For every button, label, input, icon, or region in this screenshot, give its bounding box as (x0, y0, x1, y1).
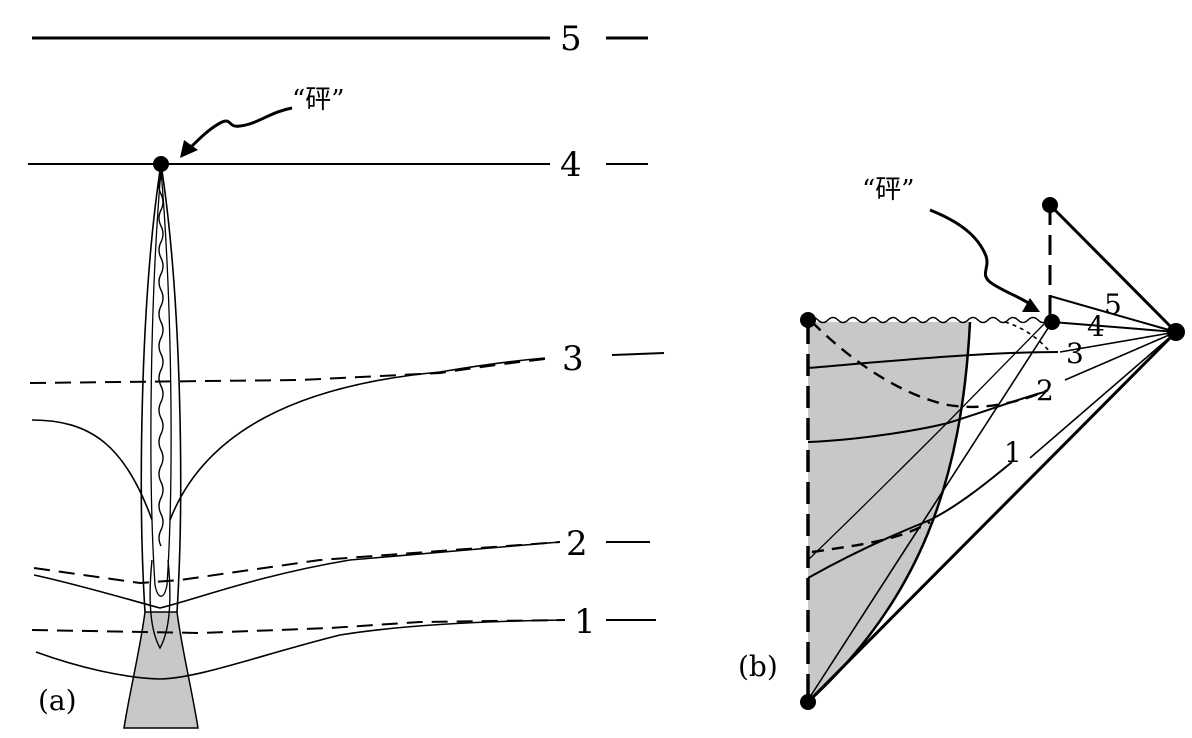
panel-a-spike-outer (140, 163, 182, 613)
panel-b-bang-label: “砰” (862, 175, 915, 205)
panel-b-shaded-region (808, 322, 970, 702)
panel-b-dotted-top (1004, 321, 1051, 353)
panel-b-level-3-curve (807, 351, 1059, 369)
panel-a-shaded-region (123, 611, 199, 729)
panel-b-top-left-dot (800, 312, 816, 328)
panel-b-ray-3 (1059, 331, 1177, 353)
panel-a-bang-arrow (186, 106, 293, 152)
panel-a-label: (a) (38, 684, 77, 717)
panel-a-spike-inner (150, 169, 172, 597)
panel-b-level-5-label: 5 (1104, 288, 1122, 321)
panel-a-level-1-label: 1 (574, 602, 596, 642)
panel-a-level-2-curve (33, 541, 561, 609)
panel-b-level-1-label: 1 (1004, 436, 1022, 469)
panel-a-level-3-label: 3 (562, 339, 584, 379)
panel-a-level-4-label: 4 (560, 145, 582, 185)
panel-b-inner-line-b (807, 424, 946, 561)
panel-a-level-3-tick (611, 352, 665, 356)
panel-b-top-dot (1042, 197, 1058, 213)
panel-a-level-3-dashed (29, 358, 546, 384)
panel-b-ray-2 (1064, 331, 1177, 381)
panel-b-label: (b) (738, 650, 778, 683)
panel-b-top-wavy (807, 316, 1049, 324)
panel-b-dashed-1 (811, 520, 931, 554)
panel-a-spike-lobe (149, 559, 171, 650)
panel-b-singularity-dot (1044, 314, 1060, 330)
panel-b-level-2-label: 2 (1036, 374, 1054, 407)
panel-b-inner-line-a (944, 321, 1047, 426)
panel-b-outer-edge (806, 330, 1178, 704)
panel-a-level-1-dashed (31, 619, 566, 635)
panel-b-bottom-dot (800, 694, 816, 710)
panel-a: 5 4 3 2 1 “砰” (a) (28, 19, 665, 729)
panel-b-bang-arrow (929, 208, 1031, 306)
panel-b-chord (807, 321, 1053, 701)
panel-b-ray-4 (1051, 321, 1177, 333)
panel-b-level-4-label: 4 (1087, 310, 1105, 343)
panel-a-level-2-label: 2 (566, 524, 588, 564)
panel-b: “砰” 5 4 3 2 1 (b) (738, 175, 1185, 710)
panel-a-spike-wavy (158, 177, 164, 547)
panel-b-ray-1 (1029, 331, 1177, 459)
panel-a-bang-arrowhead (180, 140, 198, 158)
panel-b-level-1-curve (807, 461, 1013, 579)
panel-b-level-2-curve (807, 391, 1046, 443)
panel-b-level-3-label: 3 (1066, 337, 1084, 370)
panel-a-level-5-label: 5 (560, 19, 582, 59)
panel-b-ray-5 (1049, 295, 1177, 333)
panel-a-bang-label: “砰” (292, 85, 345, 115)
panel-b-dashed-3 (811, 321, 1049, 409)
panel-b-top-right-edge (1048, 203, 1178, 334)
panel-a-singularity-dot (153, 156, 169, 172)
panel-b-bang-arrowhead (1022, 298, 1040, 312)
panel-a-level-1-curve (35, 619, 566, 680)
panel-b-right-dot (1167, 323, 1185, 341)
